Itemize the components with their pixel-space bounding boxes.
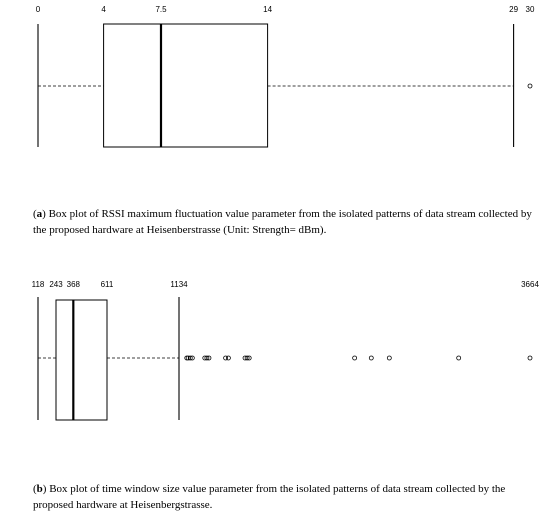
tick-label-2: 368: [67, 280, 81, 289]
tick-label-1: 243: [49, 280, 63, 289]
tick-label-0: 118: [32, 280, 45, 289]
boxplot-b-svg: 118 243 368 611 1134 3664: [32, 280, 539, 421]
outlier-point-15: [456, 355, 462, 361]
outlier-point-11: [246, 355, 252, 361]
tick-label-3: 611: [101, 280, 114, 289]
tick-label-1: 4: [101, 5, 106, 14]
boxplot-a-svg: 0 4 7.5 14 29 30: [36, 5, 535, 148]
tick-label-4: 29: [509, 5, 518, 14]
caption-b-text: ) Box plot of time window size value par…: [33, 483, 506, 511]
outlier-point-3: [189, 355, 195, 361]
boxplot-b: 118 243 368 611 1134 3664: [0, 275, 550, 435]
caption-a: (a) Box plot of RSSI maximum fluctuation…: [33, 208, 532, 236]
outlier-point-5: [204, 355, 210, 361]
outlier-point-16: [527, 355, 533, 361]
outlier-point-2: [187, 355, 193, 361]
tick-label-5: 3664: [521, 280, 539, 289]
tick-label-2: 7.5: [155, 5, 167, 14]
outlier-point-10: [244, 355, 250, 361]
iqr-box: [55, 299, 108, 421]
outlier-point-0: [184, 355, 190, 361]
caption-a-text: ) Box plot of RSSI maximum fluctuation v…: [33, 208, 532, 236]
outlier-point-0: [527, 83, 533, 89]
outlier-point-13: [368, 355, 374, 361]
tick-label-5: 30: [526, 5, 535, 14]
outlier-point-7: [223, 355, 229, 361]
tick-label-0: 0: [36, 5, 41, 14]
outlier-point-8: [225, 355, 231, 361]
tick-label-3: 14: [263, 5, 272, 14]
caption-a-letter: a: [36, 208, 43, 220]
tick-label-4: 1134: [170, 280, 188, 289]
iqr-box: [103, 23, 269, 148]
caption-b: (b) Box plot of time window size value p…: [33, 483, 506, 511]
boxplot-a: 0 4 7.5 14 29 30: [0, 0, 550, 165]
outlier-point-12: [352, 355, 358, 361]
caption-b-letter: b: [36, 483, 43, 495]
outlier-point-6: [206, 355, 212, 361]
outlier-point-14: [386, 355, 392, 361]
